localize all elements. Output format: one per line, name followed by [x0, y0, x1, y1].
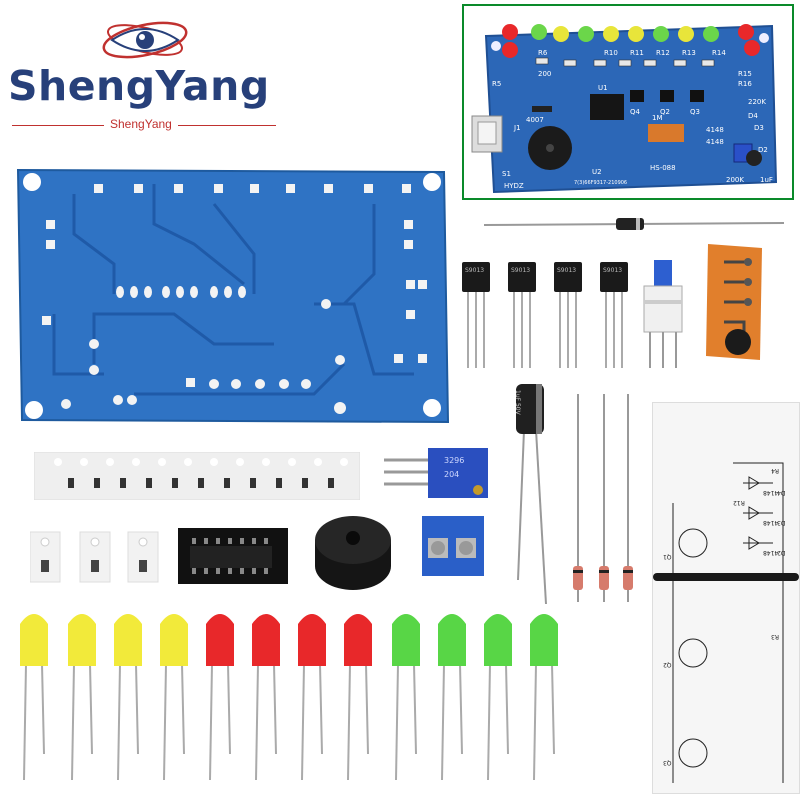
label-u2: U2	[592, 168, 602, 176]
terminal-block	[422, 516, 484, 576]
schematic-label: 4148	[763, 549, 779, 556]
transistor-group: S9013 S9013 S9013 S9013	[460, 258, 640, 378]
led-green	[392, 614, 558, 666]
brand-logo: ShengYang ShengYang	[0, 0, 290, 140]
schematic-label: D2	[777, 549, 786, 556]
smd-resistor-strip	[34, 452, 360, 500]
label-200: 200	[538, 70, 551, 78]
label-q2: Q2	[660, 108, 670, 116]
buzzer	[315, 516, 391, 590]
label-1m: 1M	[652, 114, 663, 122]
label-4148b: 4148	[706, 138, 724, 146]
label-hydz: HYDZ	[504, 182, 524, 190]
schematic-label: R3	[771, 633, 779, 640]
transistor-mark: S9013	[557, 267, 577, 274]
label-4007: 4007	[526, 116, 544, 124]
label-j1: J1	[513, 124, 521, 132]
label-d4: D4	[748, 112, 758, 120]
label-s1: S1	[502, 170, 511, 178]
schematic-label: R4	[771, 467, 779, 474]
led-yellow	[20, 614, 188, 666]
instruction-sheet: R12 4148 D4 4148 D3 4148 D2 Q1 Q2 Q3 R4 …	[652, 402, 800, 794]
label-d2: D2	[758, 146, 768, 154]
label-r10: R10	[604, 49, 618, 57]
schematic-label: D3	[777, 519, 786, 526]
label-r6: R6	[538, 49, 548, 57]
label-d3: D3	[754, 124, 764, 132]
schematic-label: R12	[733, 499, 745, 506]
label-r16: R16	[738, 80, 752, 88]
transistor-mark: S9013	[511, 267, 531, 274]
led-row	[502, 24, 760, 58]
bare-pcb-back	[16, 168, 450, 424]
brand-subtitle: ShengYang	[104, 117, 178, 131]
transistor-mark: S9013	[465, 267, 485, 274]
led-red	[206, 614, 372, 666]
capacitor-mark: 1uF 50V	[514, 390, 521, 415]
label-q3: Q3	[690, 108, 700, 116]
sensor-module	[706, 244, 762, 360]
transistor-mark: S9013	[603, 267, 623, 274]
pot-mark: 3296	[444, 456, 465, 465]
schematic-label: Q3	[663, 759, 672, 766]
label-u1: U1	[598, 84, 608, 92]
schematic-label: D4	[777, 489, 786, 496]
label-hs088: HS-088	[650, 164, 676, 172]
schematic-label: Q2	[663, 661, 672, 668]
label-220k: 220K	[748, 98, 766, 106]
label-q4: Q4	[630, 108, 641, 116]
push-switch	[643, 260, 683, 368]
label-r12: R12	[656, 49, 670, 57]
smd-capacitor-group	[30, 531, 159, 583]
label-200k: 200K	[726, 176, 744, 184]
label-r11: R11	[630, 49, 644, 57]
label-r15: R15	[738, 70, 752, 78]
assembled-board-inset: R5 R6 R10 R11 R12 R13 R14 200 R15 R16 22…	[462, 4, 794, 200]
label-1uf: 1uF	[760, 176, 773, 184]
eye-emblem-icon	[102, 21, 188, 59]
diode-1n4007	[484, 218, 784, 230]
label-r13: R13	[682, 49, 696, 57]
label-r5: R5	[492, 80, 501, 88]
schematic-label: Q1	[663, 553, 672, 560]
diode-group-1n4148	[573, 394, 633, 602]
electrolytic-capacitor: 1uF 50V	[510, 380, 550, 606]
smd-ic-tape	[178, 528, 288, 584]
label-r14: R14	[712, 49, 726, 57]
schematic-label: 4148	[763, 489, 779, 496]
brand-name: ShengYang	[8, 62, 270, 110]
trimmer-potentiometer: 3296 204	[384, 446, 490, 500]
schematic-label: 4148	[763, 519, 779, 526]
label-code: 7(3)66F9317-210906	[574, 180, 627, 186]
pot-mark-2: 204	[444, 470, 460, 479]
label-4148: 4148	[706, 126, 724, 134]
led-row	[20, 614, 558, 781]
